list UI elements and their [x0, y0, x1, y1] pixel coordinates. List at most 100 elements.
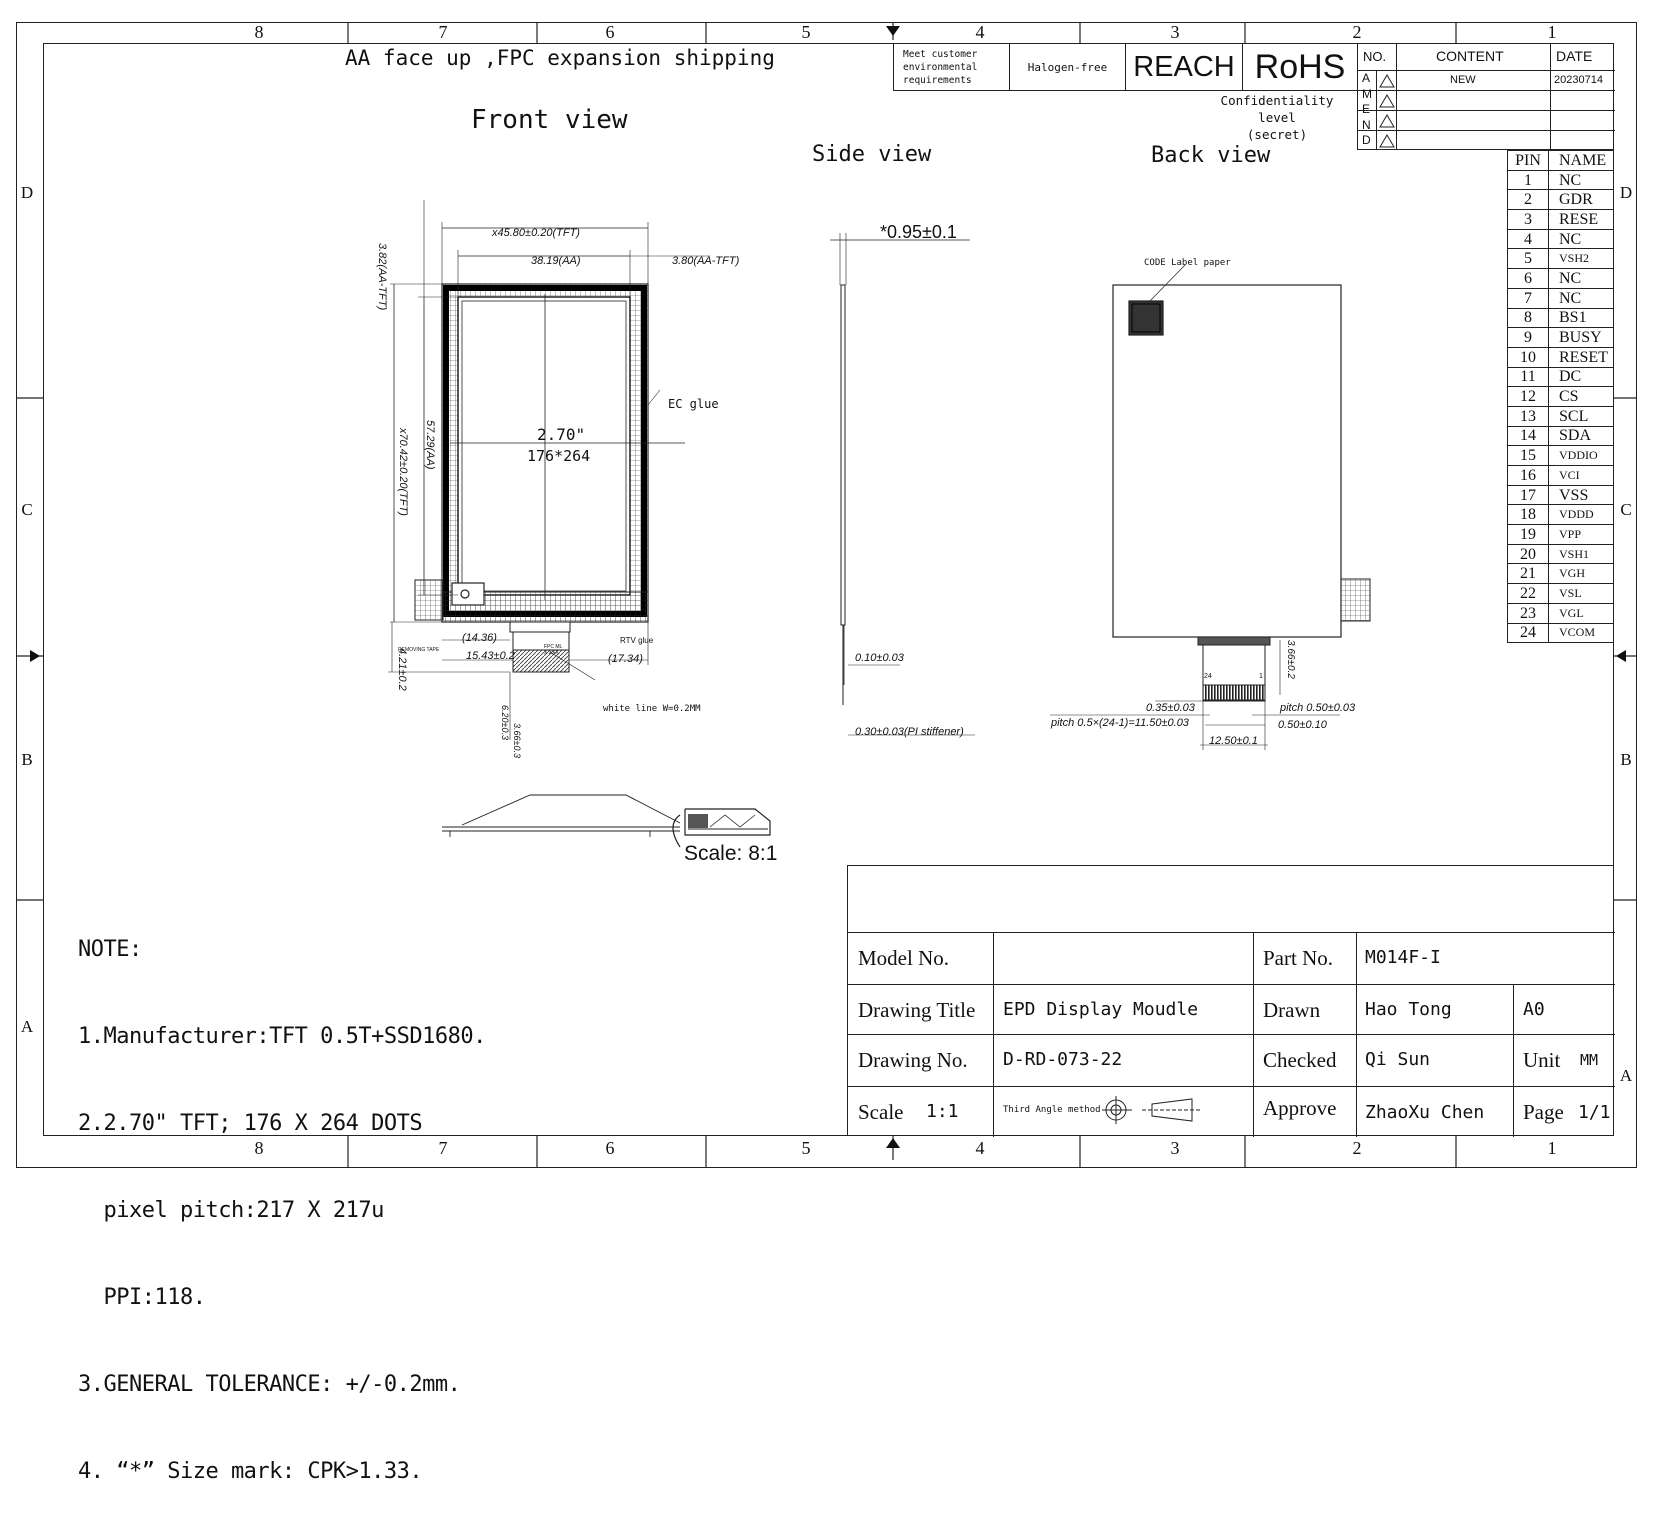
pin-number: 6 [1507, 268, 1549, 289]
code-label-note: CODE Label paper [1144, 258, 1231, 268]
pin-name: VSH1 [1548, 543, 1614, 565]
fpc-mark: FPC ML X XXX [544, 644, 562, 656]
env-line-3: requirements [903, 74, 972, 86]
amend-date-1: 20230714 [1554, 74, 1603, 86]
zone-col-4-bottom: 4 [975, 1138, 985, 1158]
pin-name: NC [1548, 169, 1614, 191]
dim-15-43: 15.43±0.2 [466, 650, 515, 662]
pin-name: VGH [1548, 563, 1614, 585]
note-line-5: 3.GENERAL TOLERANCE: +/-0.2mm. [78, 1372, 461, 1397]
zone-col-1-bottom: 1 [1547, 1138, 1557, 1158]
pin-name: VPP [1548, 524, 1614, 545]
pin-name: VSS [1548, 484, 1614, 506]
pin-name: NC [1548, 268, 1614, 289]
dim-thickness: *0.95±0.1 [880, 222, 957, 242]
detail-scale: Scale: 8:1 [684, 842, 778, 865]
pin-number: 16 [1507, 465, 1549, 486]
pin-name: BUSY [1548, 327, 1614, 348]
drawing-title-label: Drawing Title [858, 998, 976, 1022]
pin-number: 3 [1507, 209, 1549, 230]
zone-col-4: 4 [975, 22, 985, 42]
page-value: 1/1 [1578, 1102, 1611, 1123]
pin-number: 4 [1507, 228, 1549, 250]
fpc-pin-24: 24 [1204, 673, 1212, 680]
dim-3-66-back: 3.66±0.2 [1285, 640, 1296, 679]
amend-header-content: CONTENT [1436, 48, 1504, 64]
pin-name: DC [1548, 366, 1614, 388]
halogen-free: Halogen-free [1010, 44, 1126, 90]
back-view-title: Back view [1151, 143, 1271, 168]
zone-col-7-bottom: 7 [438, 1138, 448, 1158]
amend-header-row: NO. CONTENT DATE [1358, 43, 1615, 71]
dim-width-aa: 38.19(AA) [531, 255, 581, 267]
side-view-drawing [830, 233, 975, 736]
dim-6-20: 6.20±0.3 [500, 705, 510, 740]
drawing-no-value: D-RD-073-22 [1003, 1049, 1123, 1070]
pin-number: 17 [1507, 484, 1549, 506]
dim-3-66-front: 3.66±0.3 [512, 723, 522, 758]
pin-number: 10 [1507, 346, 1549, 368]
pin-name: GDR [1548, 189, 1614, 211]
zone-row-d-left: D [20, 183, 34, 202]
zone-col-2: 2 [1352, 22, 1362, 42]
amend-header-date: DATE [1556, 48, 1593, 64]
drawing-no-label: Drawing No. [858, 1048, 968, 1072]
outer-border [16, 22, 1637, 1168]
pin-number: 23 [1507, 602, 1549, 624]
display-size: 2.70" [537, 425, 586, 444]
pin-name: SDA [1548, 425, 1614, 447]
sheet-size: A0 [1523, 999, 1545, 1020]
title-block: Model No. Part No. M014F-I Drawing Title… [847, 865, 1615, 1137]
fpc-pin-1: 1 [1259, 673, 1263, 680]
pin-number: 5 [1507, 248, 1549, 270]
amend-header-no: NO. [1363, 49, 1387, 64]
zone-col-6: 6 [605, 22, 615, 42]
pin-name: SCL [1548, 405, 1614, 427]
amendment-table: NO. CONTENT DATE NEW 20230714 A M E N D [1357, 43, 1615, 150]
zone-col-8: 8 [254, 22, 264, 42]
dim-aa-tft-right: 3.80(AA-TFT) [672, 255, 740, 267]
zone-col-5-bottom: 5 [801, 1138, 811, 1158]
note-line-1: 1.Manufacturer:TFT 0.5T+SSD1680. [78, 1024, 486, 1049]
zone-row-b-right: B [1620, 750, 1632, 769]
rohs-mark: RoHS [1254, 47, 1346, 86]
zone-row-a-right: A [1619, 1066, 1633, 1085]
pin-number: 2 [1507, 189, 1549, 211]
third-angle-projection-icon [1102, 1096, 1202, 1124]
pin-name: VSL [1548, 583, 1614, 604]
zone-col-6-bottom: 6 [605, 1138, 615, 1158]
amend-row-1: NEW 20230714 [1358, 71, 1615, 91]
pin-number: 13 [1507, 405, 1549, 427]
zone-ticks [16, 22, 1637, 1168]
amend-letter-n: N [1362, 117, 1371, 132]
amend-letter-e: E [1362, 102, 1371, 116]
pin-number: 1 [1507, 169, 1549, 191]
drawn-label: Drawn [1263, 998, 1321, 1022]
pin-number: 21 [1507, 563, 1549, 585]
page-label: Page [1523, 1100, 1564, 1124]
removing-tape-label: REMOVING TAPE [398, 647, 440, 653]
approve-value: ZhaoXu Chen [1365, 1102, 1485, 1123]
pin-number: 11 [1507, 366, 1549, 388]
amend-letter-a: A [1362, 71, 1371, 85]
zone-row-a-left: A [20, 1017, 34, 1036]
zone-col-1: 1 [1547, 22, 1557, 42]
amend-letter-d: D [1362, 133, 1371, 147]
dim-0-10: 0.10±0.03 [855, 652, 904, 664]
